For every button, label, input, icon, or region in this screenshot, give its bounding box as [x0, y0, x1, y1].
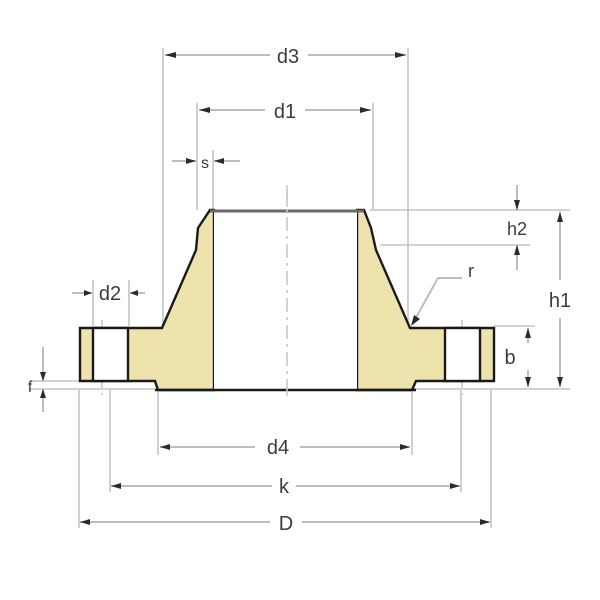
- dimension-d1: d1: [199, 101, 371, 123]
- dimension-f: f: [28, 347, 46, 412]
- dimension-s: s: [172, 155, 240, 172]
- dimension-d3: d3: [165, 46, 406, 68]
- dimension-b: b: [504, 328, 531, 387]
- bolt-hole-left: [91, 326, 130, 383]
- dimension-h1: h1: [549, 212, 571, 387]
- dimension-r: r: [411, 261, 474, 326]
- dimension-d4: d4: [160, 437, 410, 459]
- label-D: D: [279, 513, 293, 535]
- label-h2: h2: [507, 219, 527, 239]
- label-s: s: [201, 155, 209, 172]
- label-d3: d3: [277, 46, 299, 68]
- dimension-d2: d2: [72, 283, 145, 305]
- flange-section: [78, 190, 496, 398]
- label-k: k: [279, 476, 290, 498]
- label-f: f: [28, 379, 33, 396]
- bolt-hole-right: [443, 326, 482, 383]
- label-r: r: [468, 261, 474, 281]
- label-d1: d1: [274, 101, 296, 123]
- label-d4: d4: [267, 437, 289, 459]
- dimension-h2: h2: [507, 185, 527, 270]
- label-b: b: [504, 347, 515, 369]
- label-d2: d2: [99, 283, 121, 305]
- dimension-k: k: [111, 476, 460, 498]
- dimension-D: D: [80, 513, 490, 535]
- label-h1: h1: [549, 290, 571, 312]
- extension-lines: [30, 48, 570, 528]
